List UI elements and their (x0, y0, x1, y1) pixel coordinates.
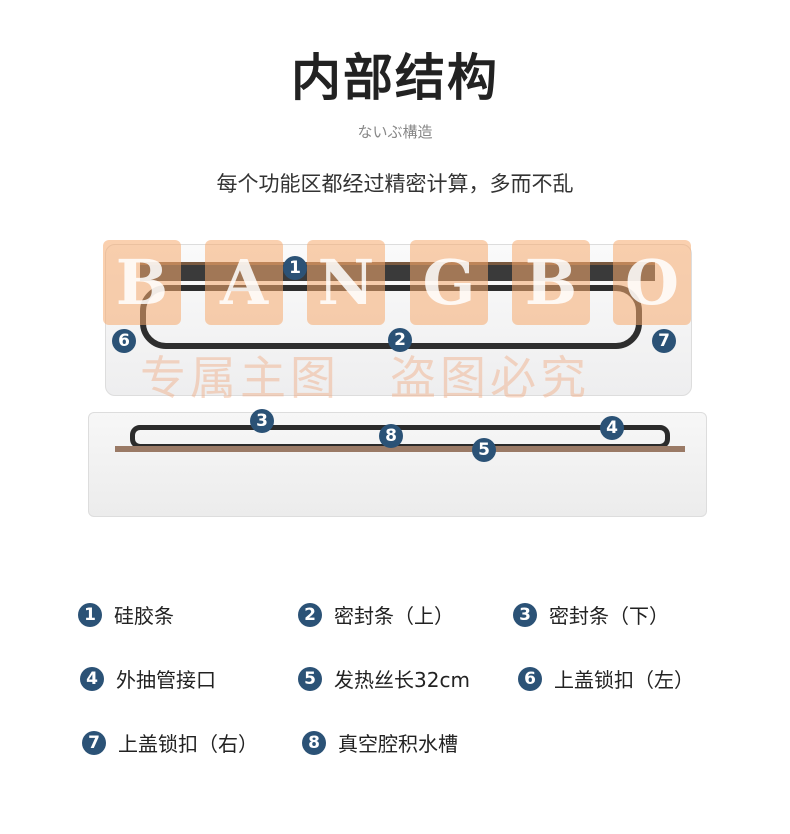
callout-badge: 8 (379, 424, 403, 448)
page-title: 内部结构 (291, 49, 499, 107)
legend-item: 5 发热丝长32cm (298, 664, 470, 693)
watermark-letter: N (307, 240, 385, 325)
legend-badge: 6 (518, 666, 542, 691)
watermark-letter: G (410, 240, 488, 325)
legend-badge: 2 (298, 602, 322, 627)
tagline: 每个功能区都经过精密计算，多而不乱 (216, 172, 574, 196)
legend-badge: 3 (513, 602, 537, 627)
callout-badge: 6 (112, 329, 136, 353)
legend-badge: 1 (78, 602, 102, 627)
watermark-letter: B (512, 240, 590, 325)
legend-item: 2 密封条（上） (298, 600, 454, 629)
legend-item: 1 硅胶条 (78, 600, 174, 629)
legend-badge: 5 (298, 666, 322, 691)
legend-badge: 4 (80, 666, 104, 691)
legend-item: 8 真空腔积水槽 (302, 728, 458, 757)
heating-wire (115, 446, 685, 452)
page-subtitle: ないぶ構造 (357, 123, 433, 141)
watermark-letter: B (103, 240, 181, 325)
legend-badge: 7 (82, 730, 106, 755)
legend-item: 7 上盖锁扣（右） (82, 728, 258, 757)
callout-badge: 3 (250, 409, 274, 433)
callout-badge: 2 (388, 328, 412, 352)
legend-label: 真空腔积水槽 (338, 732, 458, 756)
legend-label: 发热丝长32cm (334, 668, 470, 692)
watermark-letter: O (613, 240, 691, 325)
legend-label: 硅胶条 (114, 604, 174, 628)
watermark-letter: A (205, 240, 283, 325)
callout-badge: 7 (652, 329, 676, 353)
legend-label: 上盖锁扣（右） (118, 732, 258, 756)
legend-item: 4 外抽管接口 (80, 664, 216, 693)
legend-badge: 8 (302, 730, 326, 755)
watermark-text: 专属主图 盗图必究 (140, 351, 590, 405)
legend-item: 3 密封条（下） (513, 600, 669, 629)
legend-label: 外抽管接口 (116, 668, 216, 692)
legend-item: 6 上盖锁扣（左） (518, 664, 694, 693)
callout-badge: 5 (472, 438, 496, 462)
callout-badge: 4 (600, 416, 624, 440)
legend-label: 密封条（下） (549, 604, 669, 628)
legend-label: 密封条（上） (334, 604, 454, 628)
callout-badge: 1 (283, 256, 307, 280)
legend-label: 上盖锁扣（左） (554, 668, 694, 692)
